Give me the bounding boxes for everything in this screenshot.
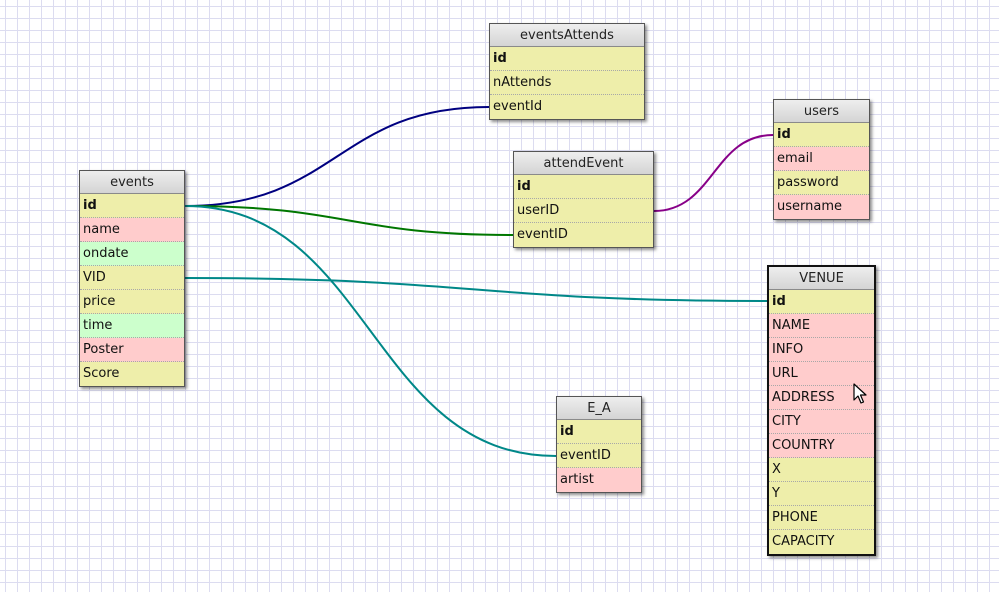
table-field[interactable]: NAME — [769, 314, 874, 338]
table-title[interactable]: VENUE — [769, 267, 874, 290]
table-title[interactable]: eventsAttends — [490, 24, 644, 47]
table-field[interactable]: INFO — [769, 338, 874, 362]
table-field[interactable]: email — [774, 147, 869, 171]
table-field[interactable]: CAPACITY — [769, 530, 874, 554]
table-field[interactable]: id — [490, 47, 644, 71]
table-field[interactable]: id — [774, 123, 869, 147]
table-title[interactable]: users — [774, 100, 869, 123]
table-field[interactable]: Poster — [80, 338, 184, 362]
table-field[interactable]: time — [80, 314, 184, 338]
mouse-pointer-icon — [853, 383, 867, 404]
table-field[interactable]: X — [769, 458, 874, 482]
table-field[interactable]: name — [80, 218, 184, 242]
table-field[interactable]: id — [769, 290, 874, 314]
table-field[interactable]: VID — [80, 266, 184, 290]
table-field[interactable]: id — [557, 420, 641, 444]
table-field[interactable]: userID — [514, 199, 653, 223]
table-field[interactable]: CITY — [769, 410, 874, 434]
table-field[interactable]: password — [774, 171, 869, 195]
table-field[interactable]: price — [80, 290, 184, 314]
relation-line — [184, 106, 490, 207]
table-field[interactable]: artist — [557, 468, 641, 492]
table-field[interactable]: eventID — [557, 444, 641, 468]
table-field[interactable]: nAttends — [490, 71, 644, 95]
table-field[interactable]: id — [514, 175, 653, 199]
table-field[interactable]: id — [80, 194, 184, 218]
table-field[interactable]: ondate — [80, 242, 184, 266]
table-title[interactable]: E_A — [557, 397, 641, 420]
table-field[interactable]: URL — [769, 362, 874, 386]
table-field[interactable]: eventID — [514, 223, 653, 247]
table-field[interactable]: eventId — [490, 95, 644, 119]
table-field[interactable]: Score — [80, 362, 184, 386]
table-field[interactable]: username — [774, 195, 869, 219]
table-field[interactable]: PHONE — [769, 506, 874, 530]
table-field[interactable]: COUNTRY — [769, 434, 874, 458]
relation-line — [184, 205, 514, 236]
table-title[interactable]: events — [80, 171, 184, 194]
relation-line — [653, 134, 774, 212]
relation-line — [184, 205, 557, 457]
relation-line — [184, 277, 768, 302]
table-title[interactable]: attendEvent — [514, 152, 653, 175]
table-field[interactable]: Y — [769, 482, 874, 506]
